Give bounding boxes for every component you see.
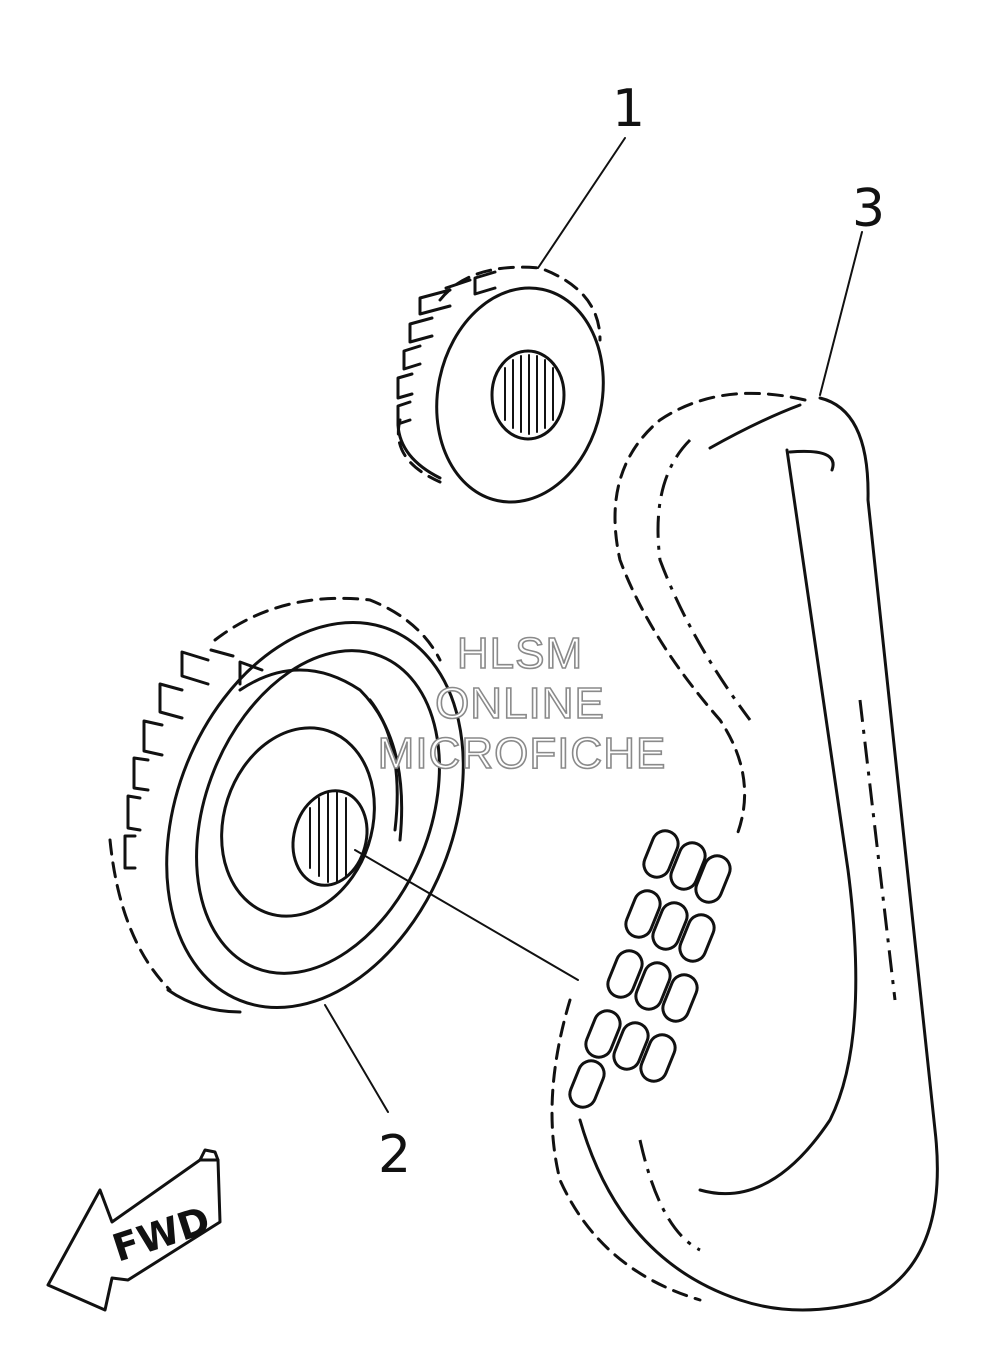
watermark-line-3: MICROFICHE	[378, 729, 667, 778]
watermark: HLSM ONLINE MICROFICHE	[377, 628, 667, 779]
callout-3: 3	[852, 179, 885, 239]
callout-2: 2	[378, 1125, 411, 1185]
leader-lines	[324, 137, 863, 1113]
large-sprocket	[108, 596, 465, 1014]
watermark-line-2: ONLINE	[435, 679, 605, 728]
fwd-arrow: FWD	[46, 1148, 222, 1312]
leader-line-1	[537, 137, 626, 269]
leader-line-2	[324, 1004, 389, 1113]
drive-chain	[550, 391, 939, 1312]
callout-1: 1	[612, 79, 645, 139]
leader-line-3	[819, 231, 863, 396]
small-sprocket	[396, 265, 605, 504]
leader-line-2b	[354, 849, 579, 981]
watermark-line-1: HLSM	[457, 629, 583, 678]
